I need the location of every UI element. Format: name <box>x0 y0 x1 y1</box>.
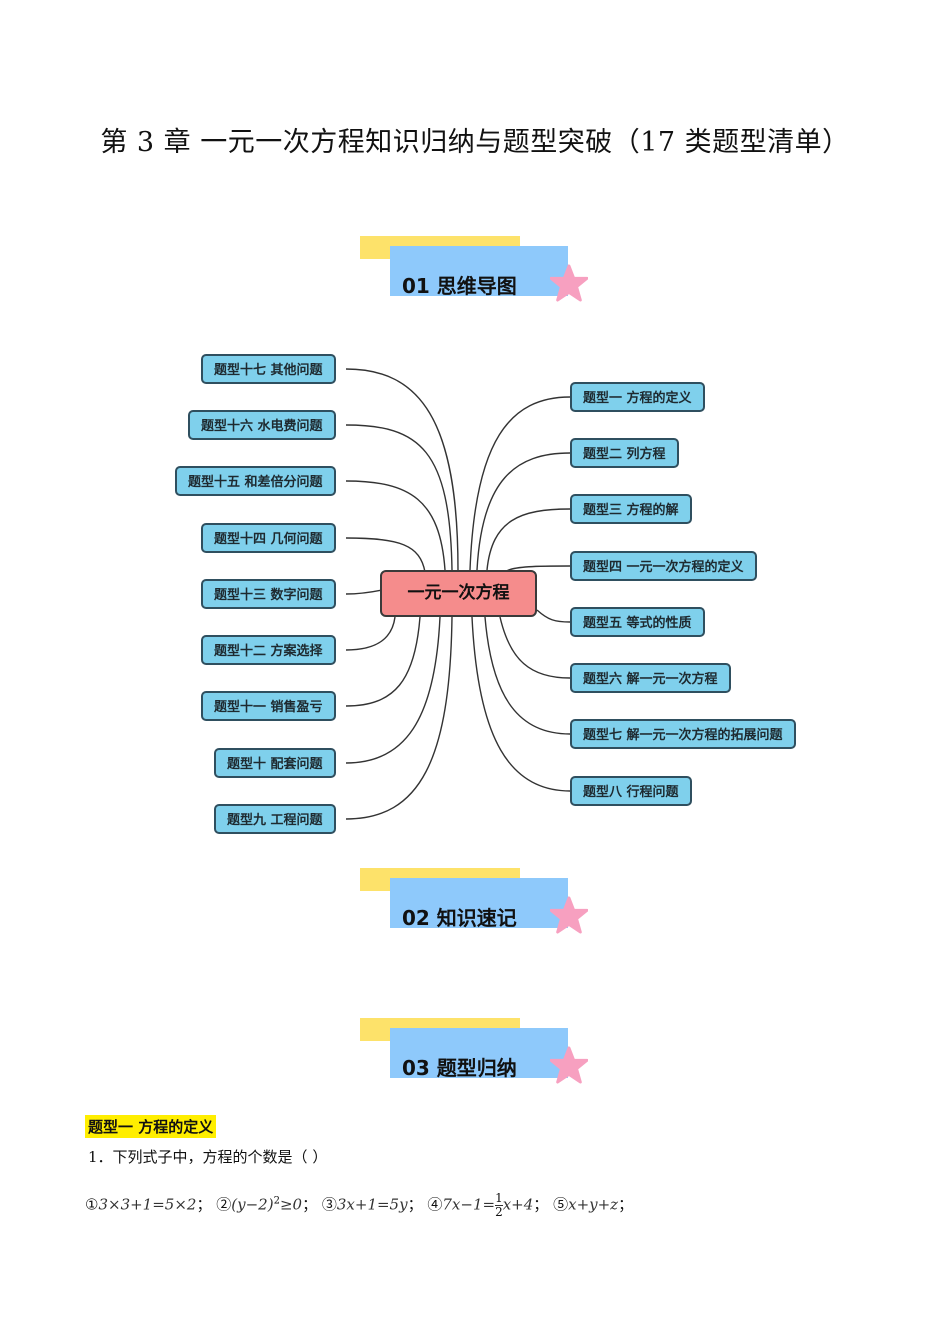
formula-4-right: x+4 <box>502 1195 534 1214</box>
star-icon <box>550 896 588 934</box>
connector-left-16 <box>345 424 453 571</box>
mindmap-node-type1: 题型一 方程的定义 <box>570 382 705 412</box>
connector-right-8 <box>471 616 571 792</box>
formula-4-left: 7x−1= <box>442 1195 496 1214</box>
mindmap-node-type14: 题型十四 几何问题 <box>201 523 336 553</box>
banner-blue-box <box>390 878 568 928</box>
formula-2-base: (y−2) <box>231 1195 274 1214</box>
fraction-denominator: 2 <box>495 1205 503 1219</box>
separator: ； <box>533 1195 549 1214</box>
connector-left-15 <box>345 480 446 571</box>
section-title: 01 思维导图 <box>402 274 517 298</box>
banner-blue-box <box>390 1028 568 1078</box>
mindmap-node-type4: 题型四 一元一次方程的定义 <box>570 551 757 581</box>
fraction-numerator: 1 <box>495 1191 503 1206</box>
separator: ； <box>196 1195 212 1214</box>
connector-right-1 <box>469 396 571 571</box>
formula-1: 3×3+1=5×2 <box>98 1195 197 1214</box>
connector-right-7 <box>484 616 571 735</box>
question-1-text: 1．下列式子中，方程的个数是（ ） <box>88 1148 328 1166</box>
connector-left-9 <box>345 616 453 820</box>
separator: ； <box>407 1195 423 1214</box>
separator: ； <box>618 1195 634 1214</box>
question-1-options: ①3×3+1=5×2； ②(y−2)2≥0； ③3x+1=5y； ④7x−1=1… <box>85 1192 633 1219</box>
formula-3: 3x+1=5y <box>336 1195 408 1214</box>
connector-left-17 <box>345 368 459 571</box>
section-banner-types: 03 题型归纳 <box>360 1018 590 1088</box>
option-marker: ② <box>216 1195 232 1214</box>
connector-left-14 <box>345 537 426 573</box>
mindmap-node-type17: 题型十七 其他问题 <box>201 354 336 384</box>
section-title: 02 知识速记 <box>402 906 517 930</box>
section-banner-mindmap: 01 思维导图 <box>360 236 590 306</box>
connector-left-11 <box>345 616 421 707</box>
option-marker: ④ <box>427 1195 443 1214</box>
question-type-heading: 题型一 方程的定义 <box>85 1115 217 1138</box>
mindmap-node-type12: 题型十二 方案选择 <box>201 635 336 665</box>
mindmap-node-type13: 题型十三 数字问题 <box>201 579 336 609</box>
connector-left-10 <box>345 616 441 764</box>
banner-blue-box <box>390 246 568 296</box>
star-icon <box>550 1046 588 1084</box>
connector-right-3 <box>486 508 571 571</box>
mindmap-node-type2: 题型二 列方程 <box>570 438 679 468</box>
mindmap-node-type8: 题型八 行程问题 <box>570 776 692 806</box>
connector-right-2 <box>476 452 571 571</box>
mindmap-node-type15: 题型十五 和差倍分问题 <box>175 466 336 496</box>
mindmap-node-type10: 题型十 配套问题 <box>214 748 336 778</box>
option-marker: ⑤ <box>553 1195 569 1214</box>
page-title: 第 3 章 一元一次方程知识归纳与题型突破（17 类题型清单） <box>100 127 850 158</box>
connector-left-13 <box>345 589 383 595</box>
mindmap-center-node: 一元一次方程 <box>380 570 537 617</box>
mindmap-node-type6: 题型六 解一元一次方程 <box>570 663 731 693</box>
formula-2-rest: ≥0 <box>279 1195 303 1214</box>
option-marker: ① <box>85 1195 99 1214</box>
connector-right-5 <box>536 609 571 623</box>
section-banner-knowledge: 02 知识速记 <box>360 868 590 938</box>
mindmap-node-type3: 题型三 方程的解 <box>570 494 692 524</box>
mindmap-node-type5: 题型五 等式的性质 <box>570 607 705 637</box>
mindmap-node-type7: 题型七 解一元一次方程的拓展问题 <box>570 719 796 749</box>
connector-right-6 <box>499 616 571 679</box>
option-marker: ③ <box>321 1195 337 1214</box>
mindmap-node-type11: 题型十一 销售盈亏 <box>201 691 336 721</box>
section-title: 03 题型归纳 <box>402 1056 517 1080</box>
formula-2-exponent: 2 <box>273 1195 280 1207</box>
star-icon <box>550 264 588 302</box>
connector-left-12 <box>345 616 396 651</box>
mindmap-node-type9: 题型九 工程问题 <box>214 804 336 834</box>
separator: ； <box>302 1195 318 1214</box>
formula-5: x+y+z <box>568 1195 619 1214</box>
mindmap-node-type16: 题型十六 水电费问题 <box>188 410 336 440</box>
